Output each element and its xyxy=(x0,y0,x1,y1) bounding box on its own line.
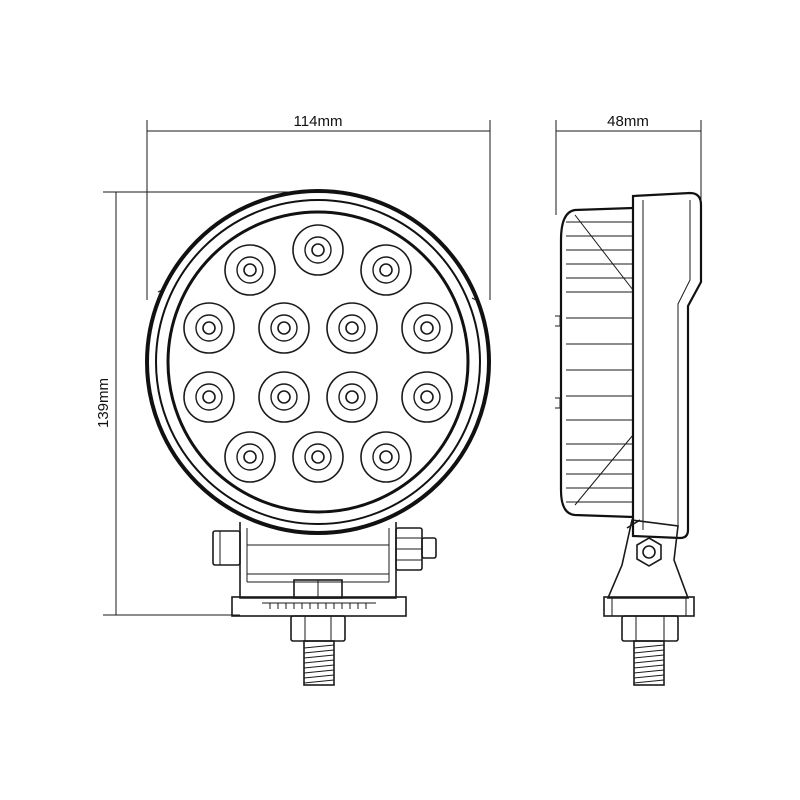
height-label: 139mm xyxy=(95,378,112,428)
thread-line xyxy=(633,669,665,674)
thread-line xyxy=(303,649,335,654)
thread-line xyxy=(633,654,665,659)
front-view xyxy=(145,189,491,686)
led xyxy=(360,244,412,296)
thread-line xyxy=(633,664,665,669)
led xyxy=(258,371,310,423)
led xyxy=(258,302,310,354)
depth-label: 48mm xyxy=(607,113,649,130)
hex-nut xyxy=(636,537,662,567)
thread-line xyxy=(303,679,335,684)
thread-line xyxy=(303,664,335,669)
depth-dimension: 48mm xyxy=(555,113,702,215)
side-view xyxy=(555,191,703,686)
lens-ring xyxy=(166,210,470,514)
led xyxy=(401,371,453,423)
led xyxy=(224,431,276,483)
led xyxy=(360,431,412,483)
thread-line xyxy=(633,649,665,654)
housing-inner-ring xyxy=(155,199,481,525)
led xyxy=(326,302,378,354)
mounting-bracket xyxy=(212,522,437,599)
bolt-threads xyxy=(303,644,335,684)
thread-line xyxy=(633,659,665,664)
led xyxy=(183,302,235,354)
led xyxy=(183,371,235,423)
side-bracket xyxy=(606,519,690,599)
thread-line xyxy=(303,654,335,659)
housing-outer-ring xyxy=(145,189,491,535)
led xyxy=(292,224,344,276)
thread-line xyxy=(633,674,665,679)
heatsink-fins xyxy=(566,221,633,503)
width-label: 114mm xyxy=(294,113,343,130)
bolt-threads xyxy=(633,644,665,684)
led xyxy=(224,244,276,296)
thread-line xyxy=(303,674,335,679)
mount-bolt xyxy=(290,615,346,686)
width-dimension: 114mm xyxy=(146,113,491,300)
thread-line xyxy=(303,669,335,674)
led xyxy=(326,371,378,423)
thread-line xyxy=(633,644,665,649)
thread-line xyxy=(303,644,335,649)
led xyxy=(401,302,453,354)
thread-line xyxy=(633,679,665,684)
led xyxy=(292,431,344,483)
thread-line xyxy=(303,659,335,664)
led-array xyxy=(183,224,453,483)
